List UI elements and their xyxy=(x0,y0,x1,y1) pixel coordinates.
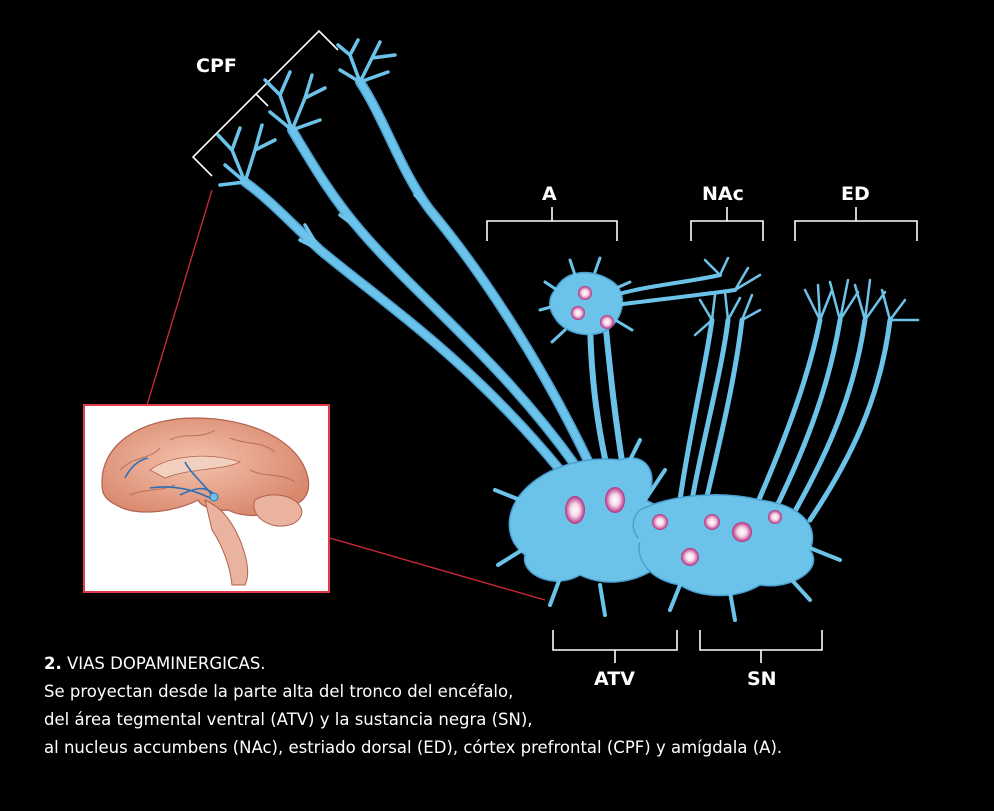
caption-line-2: del área tegmental ventral (ATV) y la su… xyxy=(44,706,964,734)
caption-line-3: al nucleus accumbens (NAc), estriado dor… xyxy=(44,734,964,762)
sn-cell-bodies xyxy=(620,495,840,620)
brain-inset xyxy=(84,405,329,592)
amygdala-nucleus-1 xyxy=(578,286,592,300)
sn-nucleus-3 xyxy=(732,522,752,542)
bracket-cpf xyxy=(193,31,338,176)
sn-nucleus-4 xyxy=(681,548,699,566)
label-nac: NAc xyxy=(702,185,744,204)
figure-caption: 2. VIAS DOPAMINERGICAS. Se proyectan des… xyxy=(44,650,964,762)
caption-line-1: Se proyectan desde la parte alta del tro… xyxy=(44,678,964,706)
amygdala-nucleus-2 xyxy=(571,306,585,320)
sn-nucleus-5 xyxy=(768,510,782,524)
axons-a-to-nac xyxy=(615,275,735,305)
caption-heading: 2. VIAS DOPAMINERGICAS. xyxy=(44,650,964,678)
bracket-ed xyxy=(795,207,917,241)
caption-title: VIAS DOPAMINERGICAS. xyxy=(62,654,266,673)
label-cpf: CPF xyxy=(196,57,237,76)
axons-to-ed xyxy=(750,320,890,520)
label-ed: ED xyxy=(841,185,870,204)
caption-number: 2. xyxy=(44,654,62,673)
sn-nucleus-1 xyxy=(652,514,668,530)
sn-nucleus-2 xyxy=(704,514,720,530)
inset-midbrain-marker xyxy=(210,493,218,501)
label-a: A xyxy=(542,185,557,204)
atv-nucleus-2 xyxy=(605,487,625,513)
axons-to-nac xyxy=(680,320,742,505)
bracket-nac xyxy=(691,207,763,241)
axons-to-a xyxy=(590,310,625,480)
atv-nucleus-1 xyxy=(565,496,585,524)
bracket-a xyxy=(487,207,617,241)
dendrites-ed xyxy=(805,280,918,320)
amygdala-nucleus-3 xyxy=(600,315,614,329)
